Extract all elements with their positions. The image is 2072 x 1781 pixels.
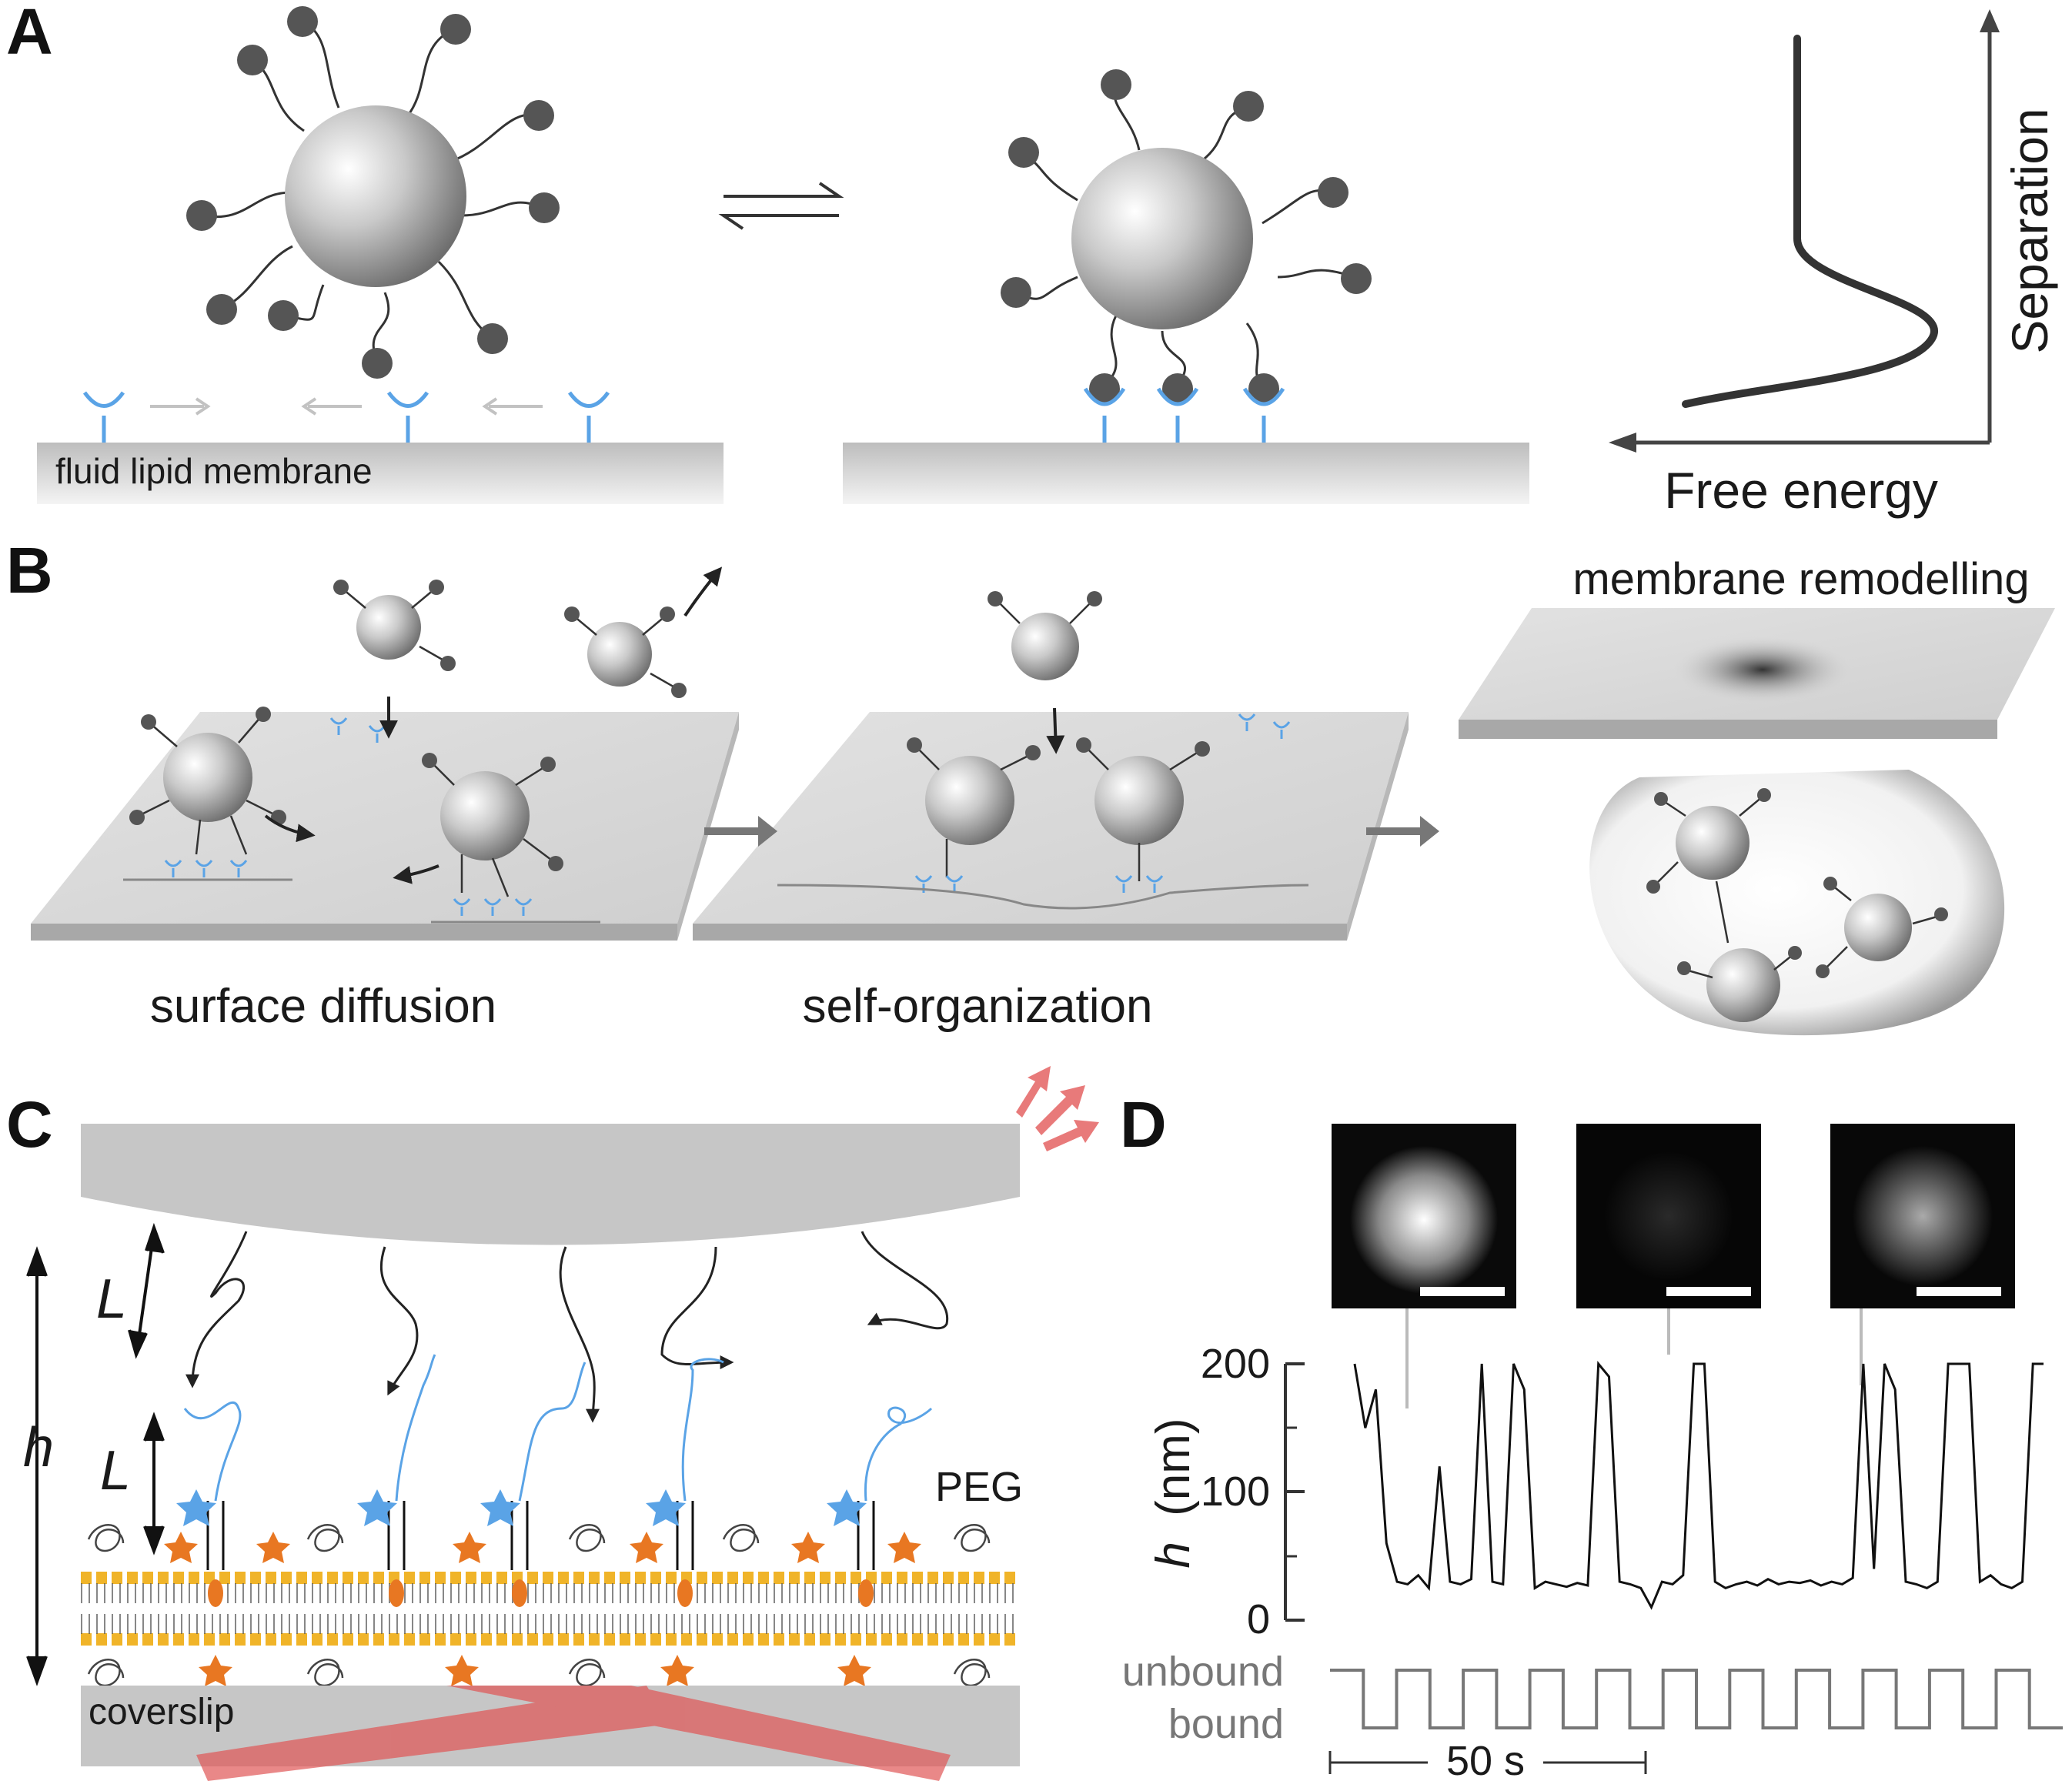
ytick-200: 200 xyxy=(1201,1341,1270,1387)
scatter-arrows xyxy=(1016,1066,1099,1151)
free-energy-plot: Separation Free energy xyxy=(1609,9,2058,519)
self-organization-label: self-organization xyxy=(803,980,1153,1033)
svg-text:h (nm): h (nm) xyxy=(1147,1418,1200,1568)
peg-coils-upper xyxy=(87,1524,991,1552)
membrane-pit xyxy=(1670,635,1855,704)
blue-dna-strands xyxy=(183,1354,933,1502)
image-inset-3 xyxy=(1830,1124,2015,1308)
free-particle-core xyxy=(285,105,466,287)
bound-particle-core xyxy=(1071,148,1253,329)
coverslip-label: coverslip xyxy=(89,1692,234,1733)
motion-arrows xyxy=(264,566,1065,884)
receptors-bound xyxy=(1083,387,1285,443)
peg-label: PEG xyxy=(935,1464,1023,1510)
panel-b-letter: B xyxy=(6,534,53,606)
membrane-left xyxy=(37,443,724,504)
height-trace xyxy=(1353,1361,2044,1610)
panel-c: C L h L xyxy=(6,1066,1099,1781)
membrane-remodelling-label: membrane remodelling xyxy=(1572,554,2029,604)
scalebar-2 xyxy=(1666,1287,1751,1296)
ytick-0: 0 xyxy=(1247,1596,1270,1642)
plate-ligands xyxy=(129,580,1210,871)
image-inset-2 xyxy=(1576,1124,1761,1308)
scale-bar-label: 50 s xyxy=(1446,1738,1525,1781)
equilibrium-arrows xyxy=(718,182,844,230)
panel-d-letter: D xyxy=(1120,1088,1167,1161)
panel-b: B xyxy=(6,534,2055,1036)
panel-c-letter: C xyxy=(6,1088,53,1161)
surface-diffusion-label: surface diffusion xyxy=(150,980,496,1033)
scalebar-1 xyxy=(1420,1287,1505,1296)
vesicle xyxy=(1589,770,2005,1036)
inset-pointers xyxy=(1405,1308,1863,1408)
panel-a: A fluid lipid membrane xyxy=(6,0,2058,519)
colloid-strands xyxy=(185,1231,949,1423)
vesicle-ligands xyxy=(1646,788,1948,978)
dimension-arrows xyxy=(26,1222,165,1686)
plot-x-label: Free energy xyxy=(1664,462,1938,519)
height-trace-axis: 200 100 0 h (nm) xyxy=(1147,1341,1305,1642)
receptors-left xyxy=(82,391,610,443)
lipid-bilayer xyxy=(81,1572,1020,1646)
image-inset-1 xyxy=(1332,1124,1516,1308)
panel-a-letter: A xyxy=(6,0,53,68)
membrane-right xyxy=(843,443,1529,504)
plot-y-label: Separation xyxy=(2001,108,2058,353)
free-energy-curve xyxy=(1682,35,1938,408)
vesicle-particles xyxy=(1676,806,1912,1022)
diffusion-arrows xyxy=(150,397,543,416)
tirf-beam xyxy=(196,1686,951,1781)
state-unbound-label: unbound xyxy=(1122,1649,1284,1695)
plate-2-particles xyxy=(925,613,1184,845)
bound-particle-ligands xyxy=(1001,69,1372,404)
ytick-100: 100 xyxy=(1201,1469,1270,1515)
length-symbol-top: L xyxy=(96,1268,127,1330)
free-particle-ligands xyxy=(186,6,560,379)
colloid-surface xyxy=(81,1124,1020,1245)
height-symbol: h xyxy=(23,1417,54,1479)
scalebar-3 xyxy=(1917,1287,2001,1296)
state-bound-label: bound xyxy=(1168,1701,1284,1747)
plate-2 xyxy=(693,712,1409,924)
y-axis-unit: (nm) xyxy=(1147,1418,1200,1515)
orange-stars xyxy=(164,1532,921,1686)
plate-1-particles xyxy=(163,595,652,860)
length-symbol-bottom: L xyxy=(100,1440,131,1502)
dna-anchors xyxy=(206,1501,875,1607)
fluor-stars xyxy=(176,1489,867,1526)
step-arrows xyxy=(704,816,1439,847)
plate-receptors xyxy=(164,713,1291,916)
y-axis-symbol: h xyxy=(1147,1542,1200,1568)
membrane-label: fluid lipid membrane xyxy=(55,451,373,491)
panel-d: D 200 100 0 h (nm) xyxy=(1120,1088,2063,1781)
state-trace xyxy=(1330,1669,2063,1729)
peg-coils-lower xyxy=(87,1659,991,1687)
time-scale-bar: 50 s xyxy=(1328,1738,1647,1781)
